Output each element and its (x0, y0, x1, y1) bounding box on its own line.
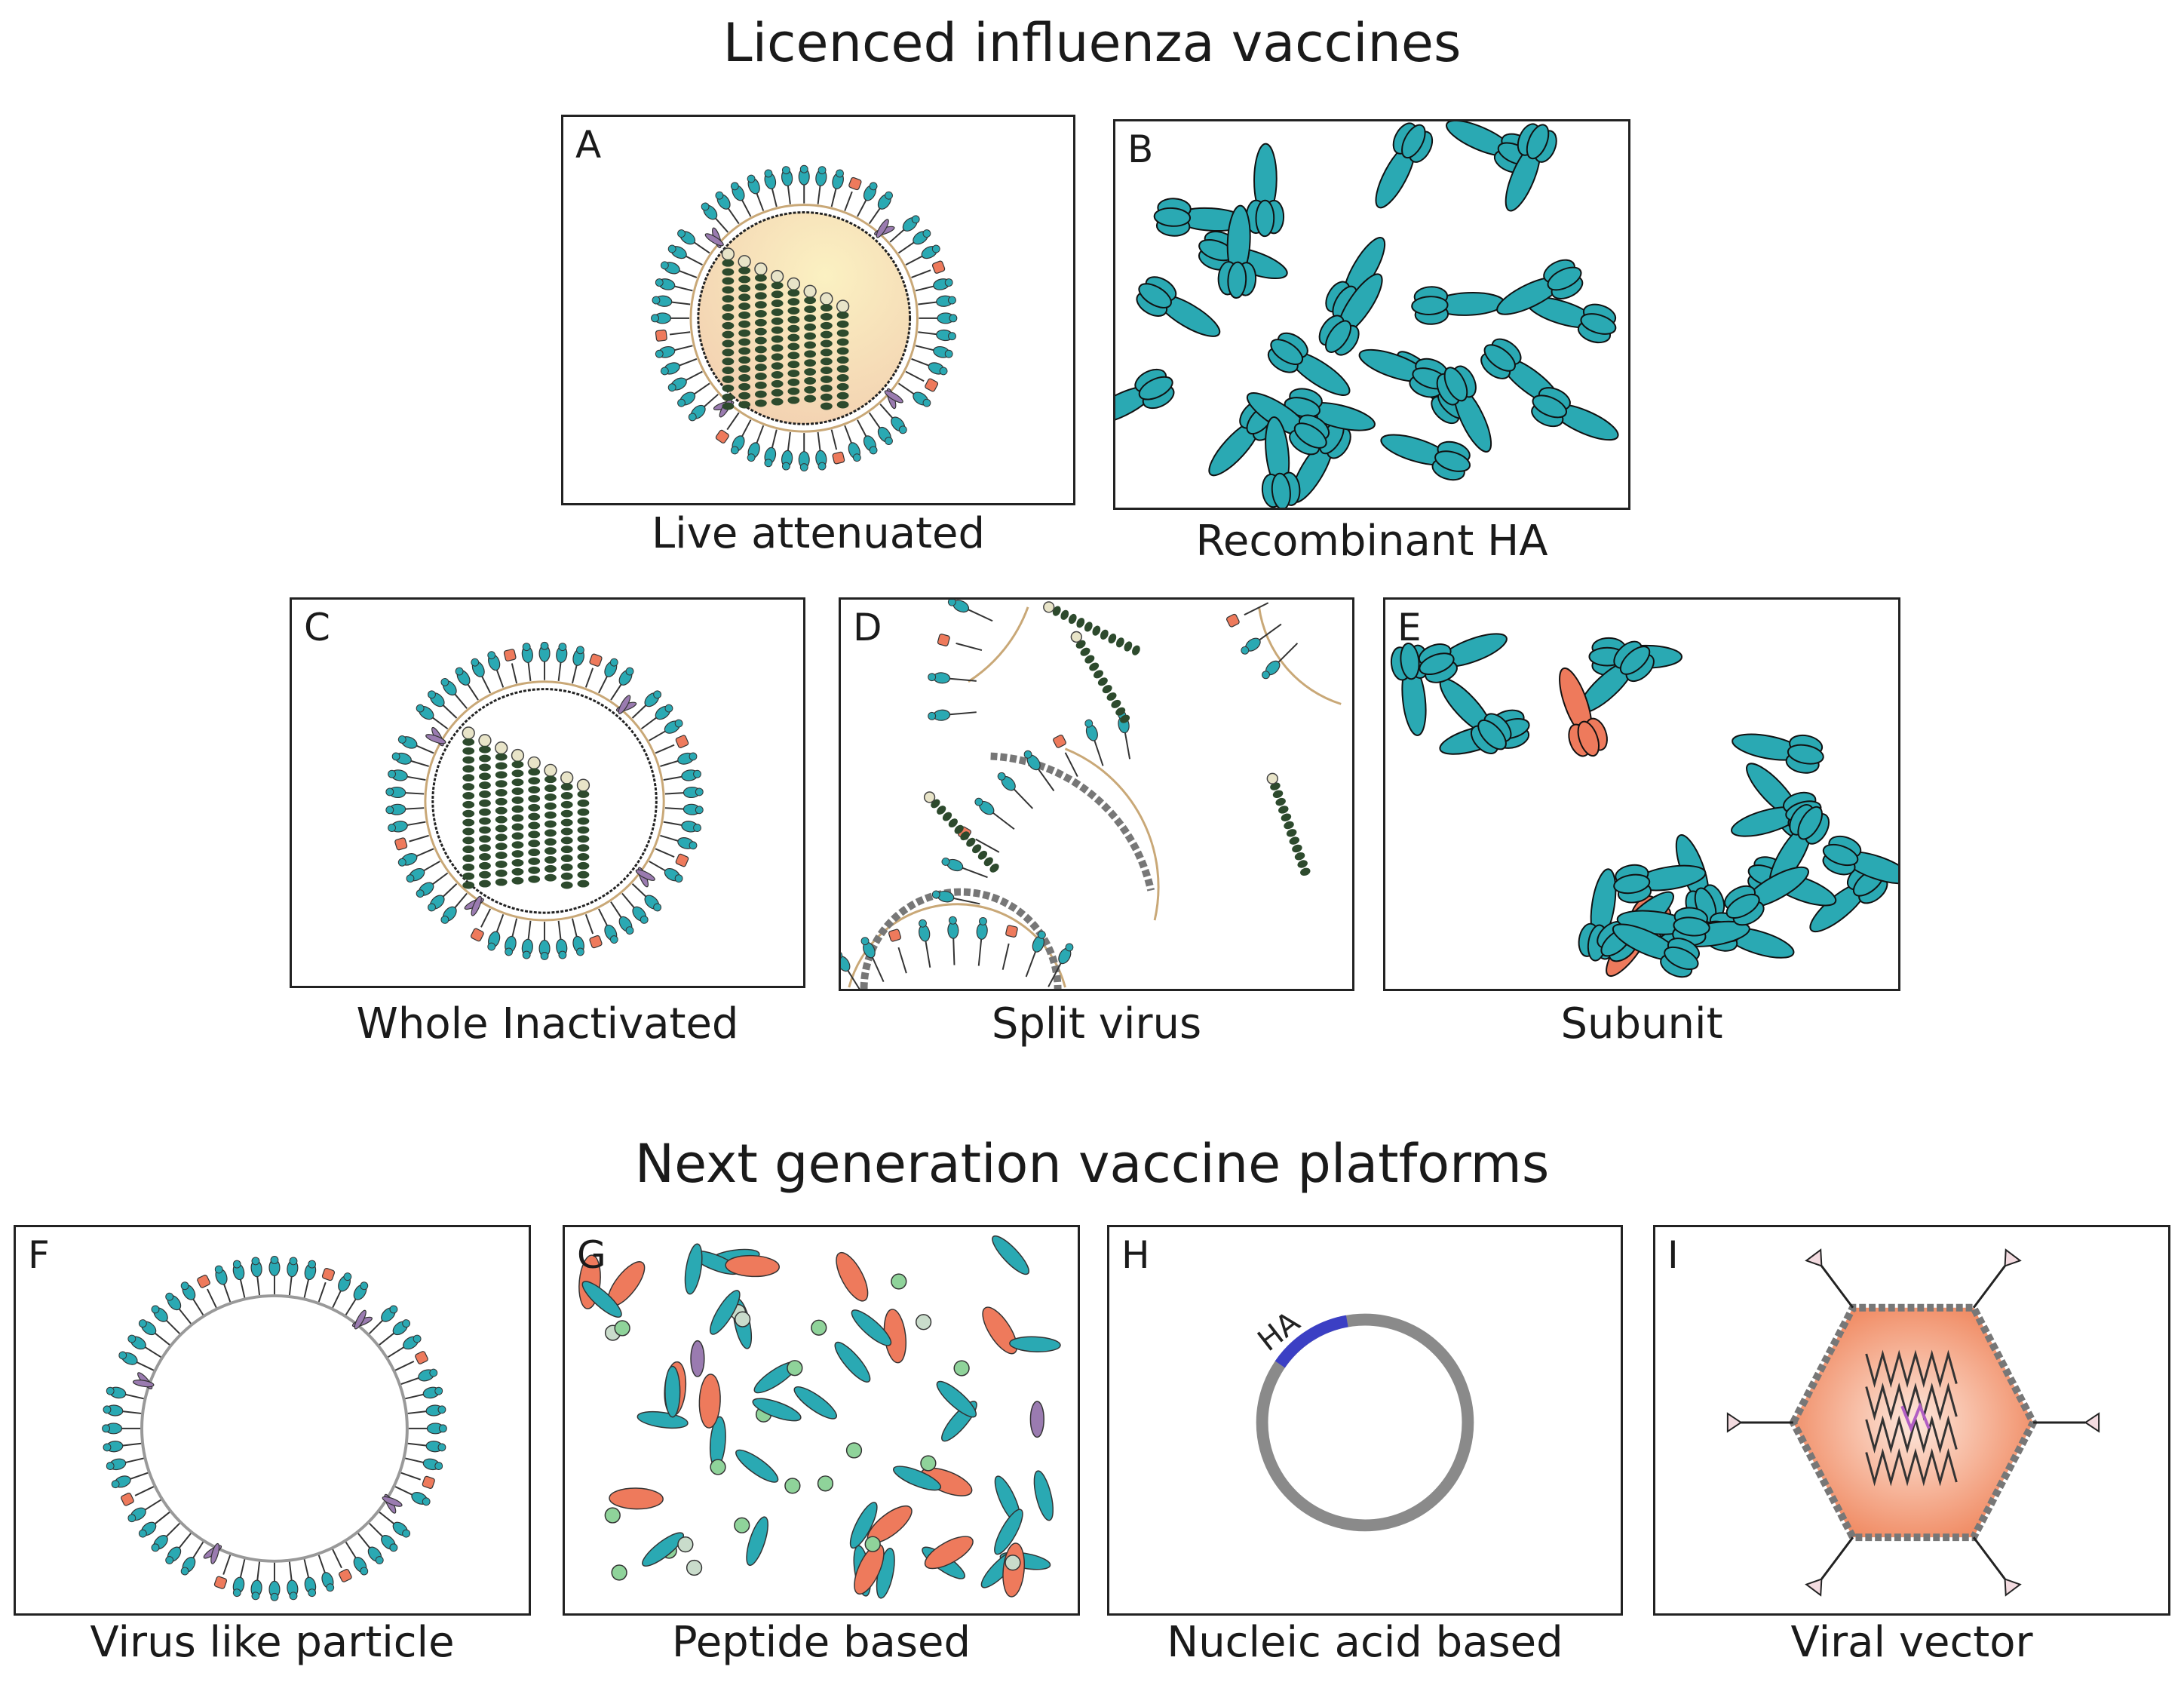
panel-f-letter: F (28, 1233, 50, 1277)
panel-c-letter: C (304, 606, 330, 649)
panel-a-live-attenuated: A (561, 115, 1075, 505)
panel-i-viral-vector: I (1653, 1225, 2170, 1616)
plasmid-illustration: HA (1251, 1305, 1474, 1532)
viral-vector-illustration (1726, 1248, 2100, 1597)
panel-f-caption: Virus like particle (90, 1618, 455, 1667)
panel-g-caption: Peptide based (671, 1618, 971, 1667)
panel-d-caption: Split virus (991, 999, 1202, 1048)
panel-c-whole-inactivated: C (290, 597, 805, 988)
panel-e-caption: Subunit (1560, 999, 1723, 1048)
panel-i-letter: I (1667, 1233, 1679, 1277)
panel-c-caption: Whole Inactivated (356, 999, 739, 1048)
panel-g-peptide-based: G (563, 1225, 1080, 1616)
panel-a-letter: A (575, 123, 602, 167)
panel-h-nucleic-acid-based: HA H (1107, 1225, 1623, 1616)
panel-h-letter: H (1121, 1233, 1150, 1277)
panel-e-letter: E (1397, 606, 1422, 649)
panel-i-caption: Viral vector (1790, 1618, 2033, 1667)
panel-e-subunit: E (1383, 597, 1900, 991)
ha-gene-segment (1275, 1315, 1348, 1368)
panel-h-caption: Nucleic acid based (1167, 1618, 1563, 1667)
panel-d-letter: D (853, 606, 882, 649)
split-virus-illustration (841, 600, 1342, 989)
title-next-generation: Next generation vaccine platforms (634, 1133, 1550, 1195)
panel-b-letter: B (1127, 127, 1154, 171)
title-licensed: Licenced influenza vaccines (722, 12, 1462, 74)
peptide-illustration (578, 1235, 1061, 1599)
panel-b-caption: Recombinant HA (1195, 517, 1548, 566)
panel-d-split-virus: D (839, 597, 1354, 991)
panel-b-recombinant-ha: B (1113, 119, 1630, 510)
panel-f-virus-like-particle: F (14, 1225, 531, 1616)
virion-live-attenuated-illustration (651, 164, 958, 471)
plasmid-ring (1256, 1313, 1474, 1532)
panel-g-letter: G (577, 1233, 606, 1277)
panel-a-caption: Live attenuated (651, 509, 986, 558)
subunit-illustration (1390, 633, 1898, 978)
virion-whole-inactivated-illustration (385, 641, 704, 960)
vlp-illustration (102, 1256, 447, 1601)
recombinant-ha-illustration (1115, 121, 1619, 508)
